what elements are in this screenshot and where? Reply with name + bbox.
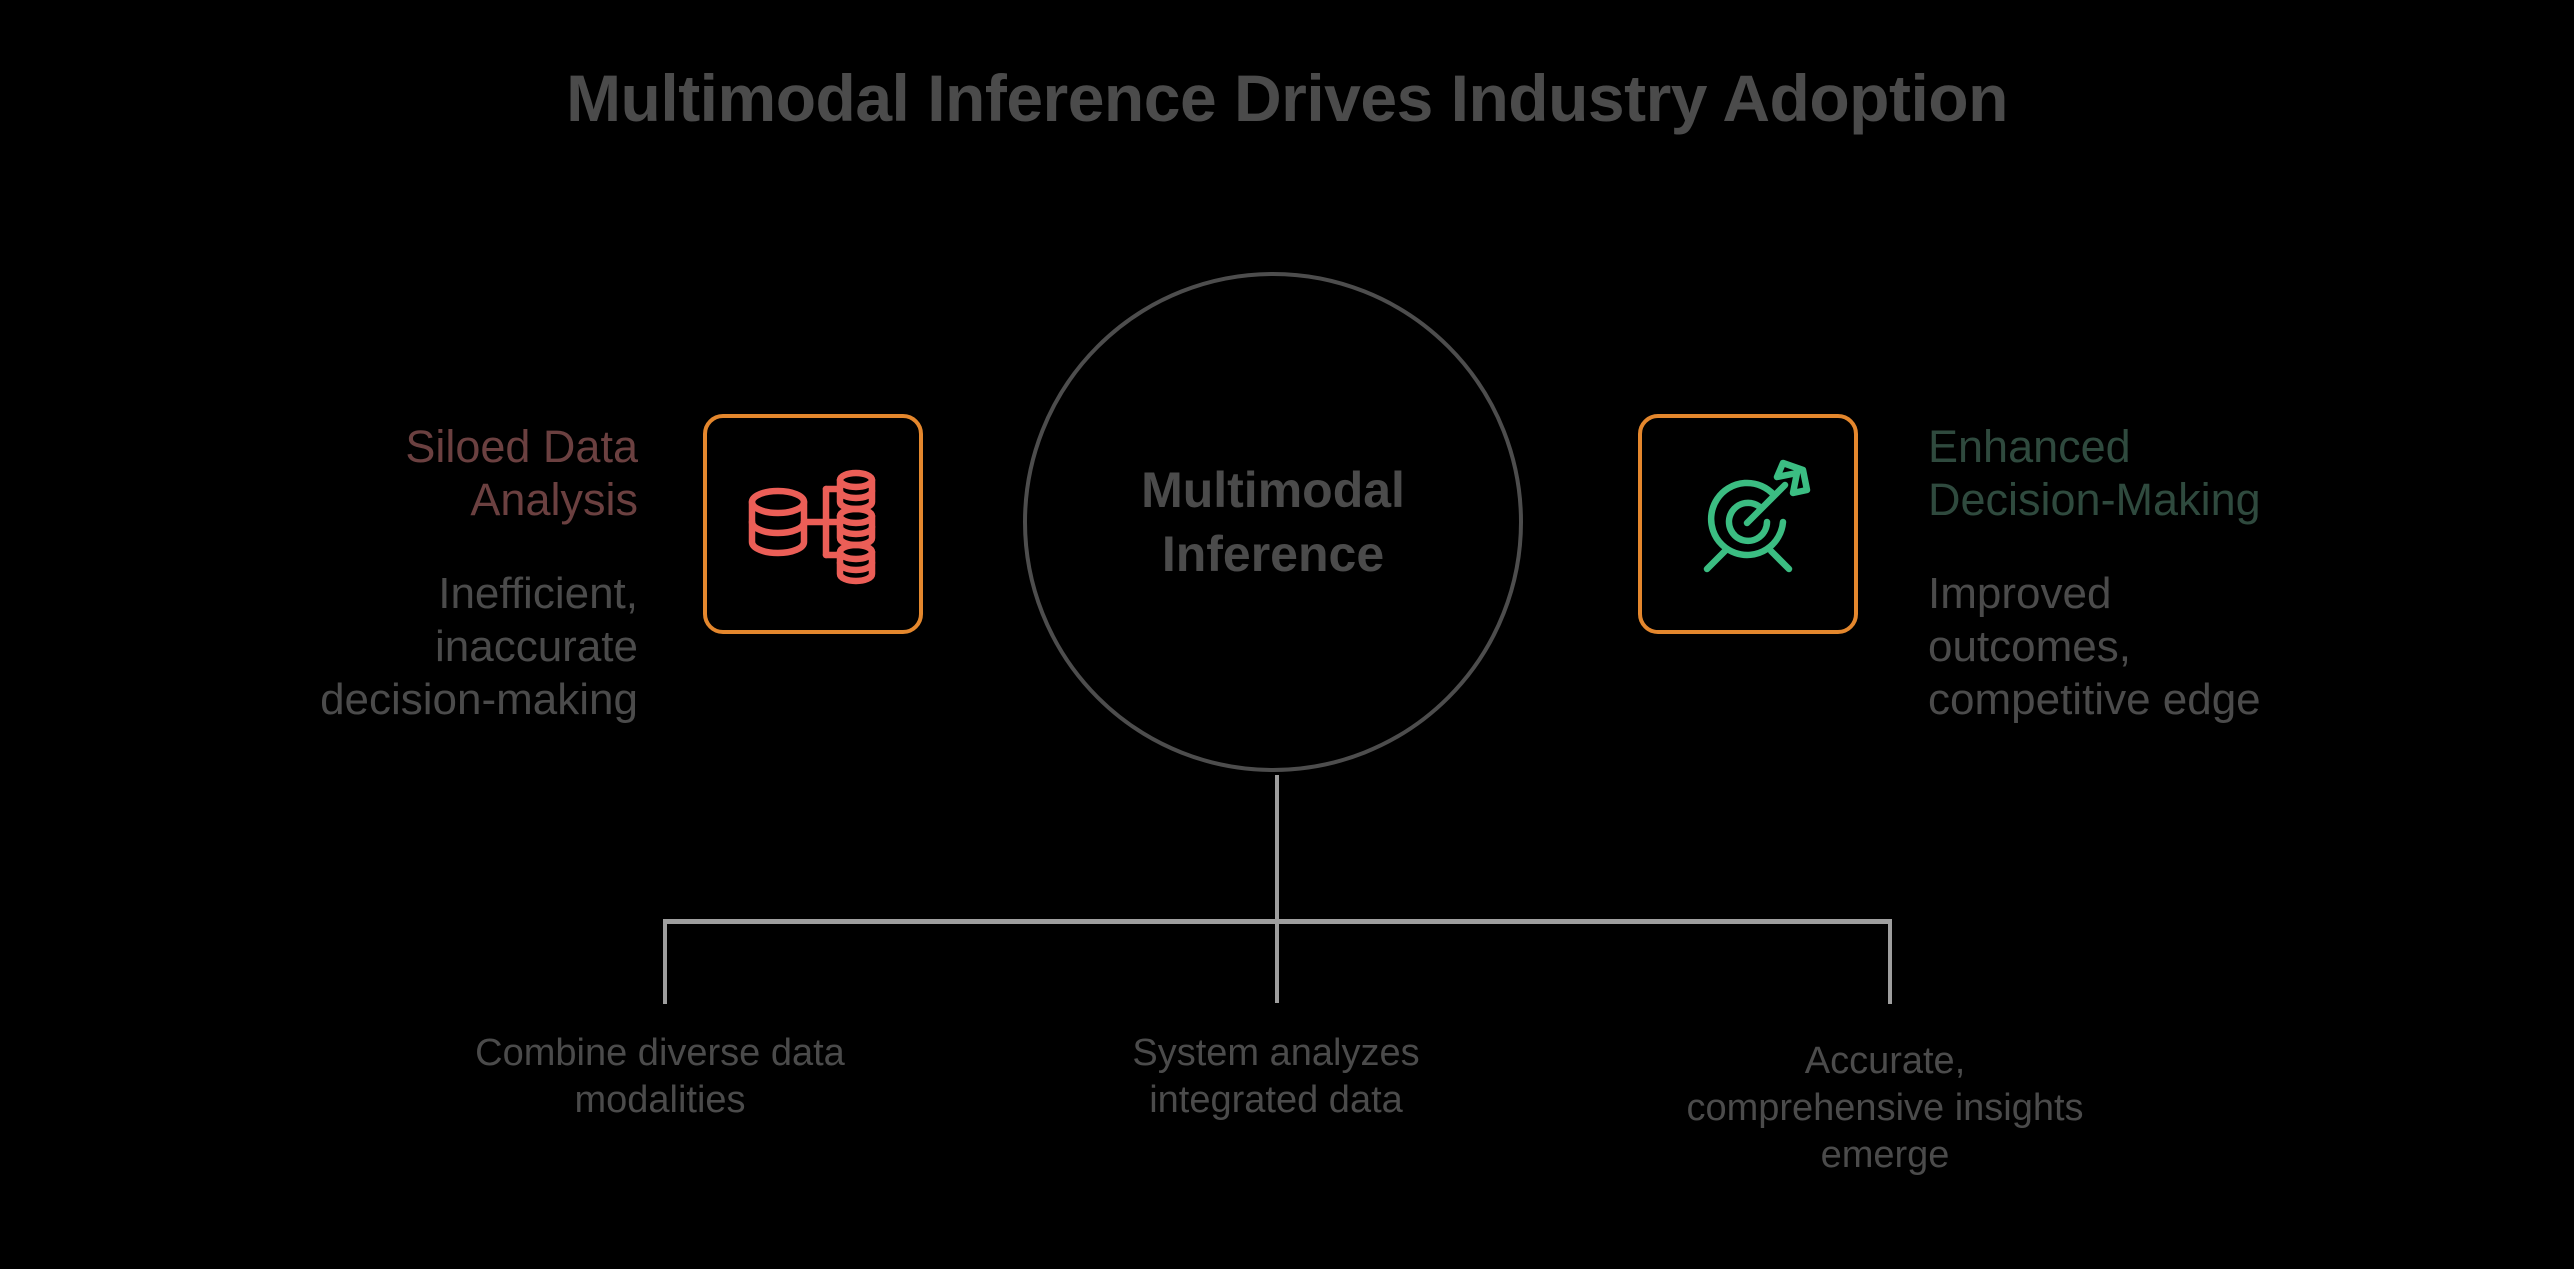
side-block-right: Enhanced Decision-Making Improved outcom… [1928,420,2398,727]
side-heading-right: Enhanced Decision-Making [1928,421,2261,526]
step-label-system-analyzes: System analyzes integrated data [1132,1032,1420,1122]
connector-stem-vertical [1275,775,1279,1003]
connector-drop-right [1888,919,1892,1004]
side-detail-left: Inefficient, inaccurate decision-making [320,569,638,724]
database-split-icon [738,447,888,602]
target-arrow-icon [1673,447,1823,602]
connector-drop-left [663,919,667,1004]
page-title: Multimodal Inference Drives Industry Ado… [566,61,2008,135]
center-node-label: Multimodal Inference [1141,462,1405,582]
side-detail-right: Improved outcomes, competitive edge [1928,569,2261,724]
side-block-left: Siloed Data Analysis Inefficient, inaccu… [168,420,638,727]
step-label-insights-emerge: Accurate, comprehensive insights emerge [1686,1040,2084,1177]
step-label-combine-modalities: Combine diverse data modalities [475,1032,845,1122]
side-heading-left: Siloed Data Analysis [405,421,638,526]
center-node-multimodal-inference[interactable]: Multimodal Inference [1023,272,1523,772]
icon-box-enhanced-decision[interactable] [1638,414,1858,634]
connector-horizontal-bar [663,919,1892,924]
icon-box-siloed-data[interactable] [703,414,923,634]
